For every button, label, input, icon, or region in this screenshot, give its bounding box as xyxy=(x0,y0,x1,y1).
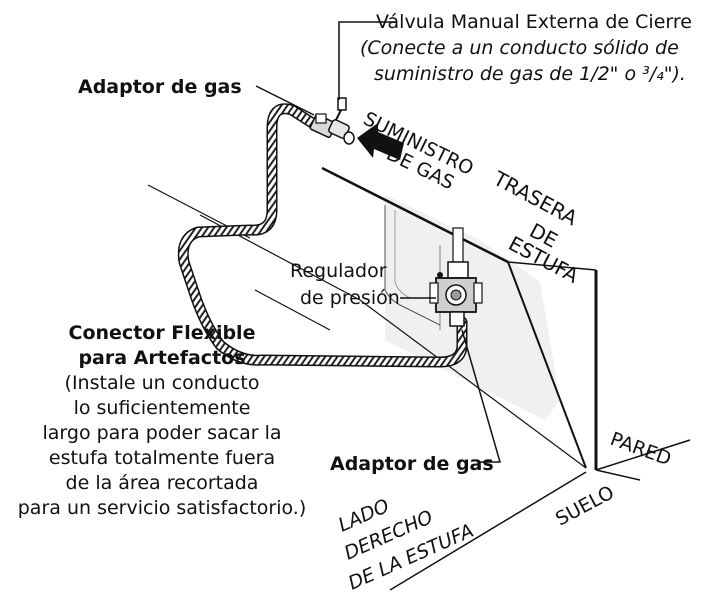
stove-rear-corner-edge xyxy=(507,261,587,469)
wall-floor-line xyxy=(595,439,691,471)
connector-note-line-1: (Instale un conducto xyxy=(65,372,260,394)
connector-note-line-6: para un servicio satisfactorio.) xyxy=(18,497,307,519)
top-adaptor-label: Adaptor de gas xyxy=(78,76,242,98)
connector-note-line-3: largo para poder sacar la xyxy=(42,422,281,444)
connector-title-line-2: para Artefactos xyxy=(78,347,245,369)
stove-rear-top-edge xyxy=(507,261,597,271)
valve-note-line-2: suministro de gas de 1/2" o ³/₄"). xyxy=(374,63,686,85)
stove-top-edge xyxy=(321,166,509,264)
bottom-adaptor-label: Adaptor de gas xyxy=(330,453,494,475)
top-adaptor-leader-line xyxy=(255,85,315,116)
floor-right-line xyxy=(595,469,641,481)
connector-description: Conector Flexible para Artefactos (Insta… xyxy=(18,322,307,519)
pressure-regulator xyxy=(429,227,483,327)
regulator-label-line-1: Regulador xyxy=(290,260,387,282)
manual-shutoff-valve xyxy=(328,97,355,145)
floor-front-line xyxy=(389,471,587,591)
floor-label: SUELO xyxy=(552,481,618,530)
connector-title-line-1: Conector Flexible xyxy=(69,322,256,344)
connector-note-line-2: lo suficientemente xyxy=(74,397,251,419)
valve-note-line-1: (Conecte a un conducto sólido de xyxy=(360,37,679,59)
regulator-label-line-2: de presión xyxy=(300,287,400,309)
valve-leader-line xyxy=(338,21,396,100)
leader-lines xyxy=(255,21,501,463)
bottom-adaptor-leader-line xyxy=(461,329,501,463)
connector-note-line-5: de la área recortada xyxy=(66,472,259,494)
floor-guide-line-left xyxy=(254,289,331,331)
valve-title-label: Válvula Manual Externa de Cierre xyxy=(376,11,692,33)
connector-note-line-4: estufa totalmente fuera xyxy=(49,447,275,469)
stove-bottom-edge xyxy=(359,299,587,469)
gas-supply-arrow xyxy=(357,123,404,160)
stove-outline xyxy=(321,166,691,591)
